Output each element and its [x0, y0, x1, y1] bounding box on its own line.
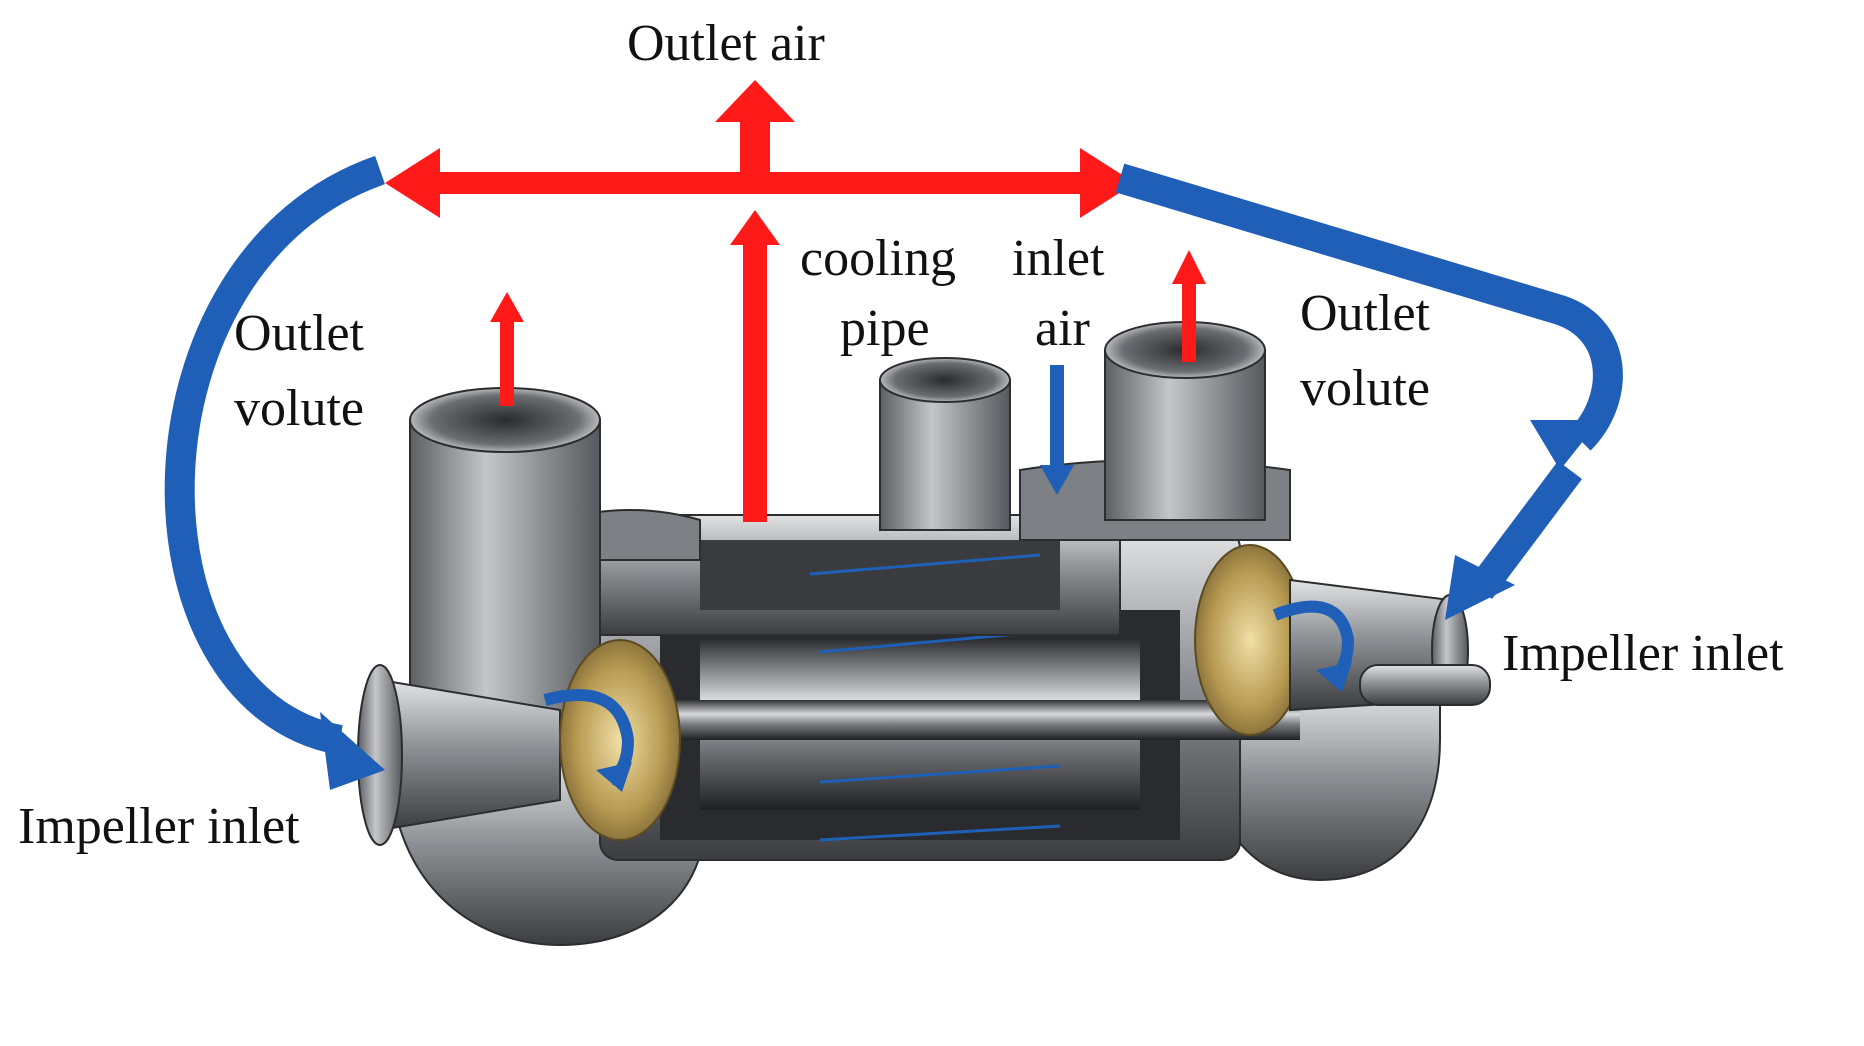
left-inlet-bell	[357, 664, 561, 846]
label-impeller-inlet-left: Impeller inlet	[18, 798, 300, 855]
label-outlet-volute-right-line2: volute	[1300, 360, 1430, 417]
rotor-shaft	[560, 700, 1300, 740]
center-riser-head	[730, 210, 780, 245]
recirculation-arrowheads	[320, 420, 1600, 790]
label-cooling-pipe-line1: cooling	[800, 230, 956, 287]
right-return-arrowhead	[1445, 555, 1515, 620]
left-outlet-pipe	[409, 387, 601, 721]
right-rotation-arrowhead	[1316, 662, 1352, 692]
label-outlet-volute-left-line1: Outlet	[234, 305, 365, 362]
left-return-arrow	[164, 155, 385, 755]
label-impeller-inlet-right: Impeller inlet	[1502, 625, 1784, 682]
label-cooling-pipe-line2: pipe	[840, 300, 930, 357]
right-return-arrow-lower	[1468, 461, 1582, 599]
left-rotation-arrowhead	[596, 762, 632, 792]
outlet-air-flow	[385, 80, 1206, 522]
cooling-pipe-stub	[879, 357, 1011, 531]
right-impeller	[1194, 544, 1306, 736]
outlet-bar-left-head	[385, 148, 440, 218]
label-inlet-air-line1: inlet	[1012, 230, 1105, 287]
compressor-body	[357, 321, 1491, 947]
inlet-air-arrowhead	[1040, 465, 1074, 495]
label-inlet-air-line2: air	[1035, 300, 1090, 357]
labels: Outlet air cooling pipe inlet air Outlet…	[18, 15, 1784, 855]
left-return-arrowhead	[320, 712, 385, 790]
left-impeller	[559, 639, 681, 841]
left-volute-riser-stem	[500, 318, 514, 406]
center-riser-stem	[743, 240, 767, 522]
cooling-channel	[700, 540, 1060, 610]
right-return-mid-arrowhead	[1530, 420, 1600, 470]
outlet-bar-right-head	[1080, 148, 1135, 218]
left-volute-riser-head	[490, 292, 524, 322]
right-volute-riser-stem	[1182, 280, 1196, 362]
outlet-air-stem	[740, 118, 770, 176]
label-outlet-volute-right-line1: Outlet	[1300, 285, 1431, 342]
right-volute-riser-head	[1172, 250, 1206, 284]
outlet-air-head	[715, 80, 795, 122]
outlet-manifold-bar	[435, 172, 1110, 194]
label-outlet-volute-left-line2: volute	[234, 380, 364, 437]
label-outlet-air: Outlet air	[627, 15, 825, 72]
